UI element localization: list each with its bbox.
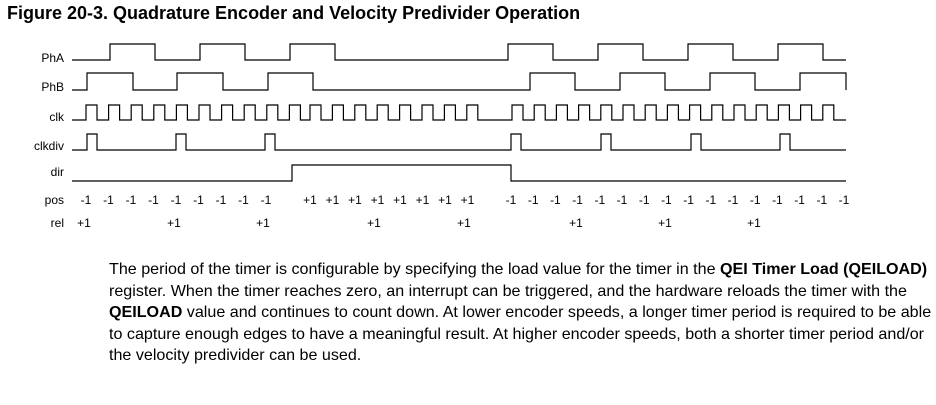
para-bold-qeitimerload: QEI Timer Load (QEILOAD)	[720, 260, 928, 278]
signal-label-rel: rel	[51, 216, 64, 230]
pos-value: -1	[528, 193, 539, 207]
pos-value: -1	[705, 193, 716, 207]
para-bold-qeiload: QEILOAD	[109, 303, 183, 321]
pos-value: -1	[683, 193, 694, 207]
pos-value: +1	[371, 193, 385, 207]
rel-value: +1	[457, 216, 471, 230]
pos-value: -1	[193, 193, 204, 207]
pos-value: -1	[728, 193, 739, 207]
pos-value: +1	[416, 193, 430, 207]
pos-value: -1	[103, 193, 114, 207]
figure-title: Figure 20-3. Quadrature Encoder and Velo…	[7, 3, 581, 23]
clkdiv-waveform	[72, 133, 846, 151]
pos-value: +1	[326, 193, 340, 207]
pos-value: -1	[238, 193, 249, 207]
phb-waveform	[72, 72, 847, 91]
pos-value: -1	[772, 193, 783, 207]
rel-value: +1	[658, 216, 672, 230]
signal-label-dir: dir	[51, 165, 64, 179]
pos-value: -1	[216, 193, 227, 207]
pos-value: +1	[393, 193, 407, 207]
pos-value: -1	[839, 193, 850, 207]
pos-value: +1	[461, 193, 475, 207]
signal-label-pha: PhA	[41, 51, 64, 65]
pos-value: -1	[506, 193, 517, 207]
pos-value: -1	[550, 193, 561, 207]
pos-value: -1	[81, 193, 92, 207]
signal-label-clkdiv: clkdiv	[34, 139, 64, 153]
pos-value: +1	[303, 193, 317, 207]
signal-label-clk: clk	[49, 110, 65, 124]
pos-value: -1	[126, 193, 137, 207]
rel-value: +1	[77, 216, 91, 230]
pos-value: -1	[617, 193, 628, 207]
para-text-3: value and continues to count down. At lo…	[109, 303, 932, 364]
pos-value: -1	[750, 193, 761, 207]
dir-waveform	[72, 164, 846, 182]
para-text-2: register. When the timer reaches zero, a…	[109, 281, 907, 300]
pha-waveform	[72, 43, 846, 61]
rel-value: +1	[256, 216, 270, 230]
timing-diagram: PhA PhB clk clkdiv dir pos rel -1-1-1-1-…	[34, 43, 850, 230]
pos-value: -1	[148, 193, 159, 207]
para-text-1: The period of the timer is configurable …	[109, 260, 720, 278]
pos-value: -1	[661, 193, 672, 207]
pos-value: -1	[639, 193, 650, 207]
pos-value: -1	[594, 193, 605, 207]
pos-value: -1	[572, 193, 583, 207]
signal-label-phb: PhB	[41, 80, 64, 94]
clk-waveform	[72, 104, 846, 121]
signal-label-pos: pos	[45, 193, 64, 207]
pos-value: +1	[348, 193, 362, 207]
pos-value: -1	[261, 193, 272, 207]
pos-value: +1	[438, 193, 452, 207]
rel-value: +1	[367, 216, 381, 230]
pos-value: -1	[816, 193, 827, 207]
description-paragraph: The period of the timer is configurable …	[109, 259, 933, 367]
pos-values: -1 -1 -1 -1 -1 -1 -1 -1 -1 +1 +1 +1 +1 +1 +1 +1 +1 -1 -1 -1…	[81, 193, 850, 207]
rel-value: +1	[167, 216, 181, 230]
pos-value: -1	[171, 193, 182, 207]
rel-value: +1	[569, 216, 583, 230]
pos-value: -1	[794, 193, 805, 207]
rel-value: +1	[747, 216, 761, 230]
rel-values: +1 +1 +1 +1 +1 +1 +1 +1	[77, 216, 761, 230]
